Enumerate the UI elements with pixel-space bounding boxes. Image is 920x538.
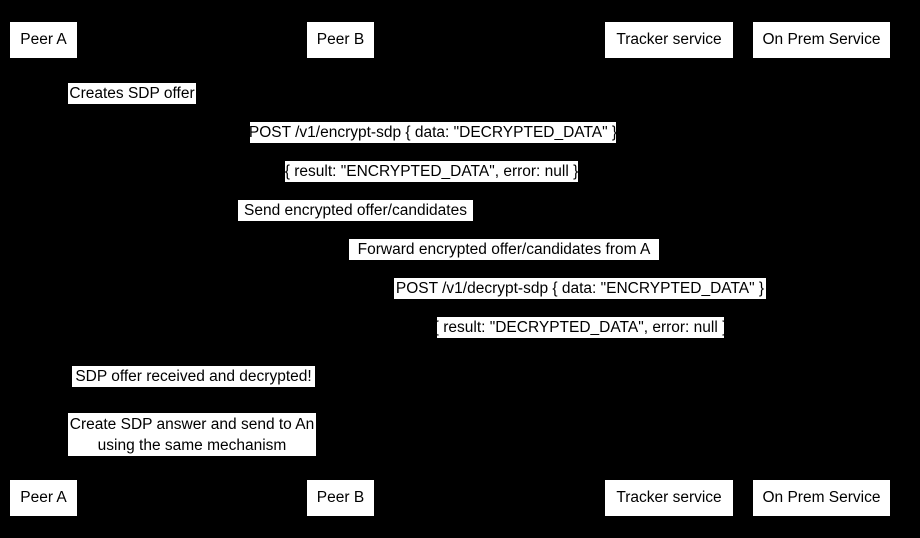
message-label-decrypt-sdp-result[interactable]: { result: "DECRYPTED_DATA", error: null … (434, 317, 727, 338)
message-label-post-decrypt-sdp[interactable]: POST /v1/decrypt-sdp { data: "ENCRYPTED_… (394, 278, 766, 299)
message-text: Forward encrypted offer/candidates from … (357, 241, 651, 258)
participant-header-peer-b-label: Peer B (316, 31, 365, 49)
participant-footer-peer-b-label: Peer B (316, 489, 365, 507)
participant-header-peer-b[interactable]: Peer B (307, 22, 374, 58)
lifeline-on-prem-service (821, 58, 822, 480)
participant-header-tracker-service[interactable]: Tracker service (605, 22, 733, 58)
note-create-sdp-answer[interactable]: Create SDP answer and send to An using t… (68, 413, 316, 456)
note-line-1: Create SDP answer and send to An (69, 415, 315, 433)
message-label-forward-encrypted-offer[interactable]: Forward encrypted offer/candidates from … (349, 239, 659, 260)
participant-header-on-prem-service[interactable]: On Prem Service (753, 22, 890, 58)
participant-header-peer-a[interactable]: Peer A (10, 22, 77, 58)
note-line-2: using the same mechanism (97, 436, 287, 454)
message-label-sdp-offer-received[interactable]: SDP offer received and decrypted! (72, 366, 315, 387)
message-label-send-encrypted-offer[interactable]: Send encrypted offer/candidates (238, 200, 473, 221)
message-text: { result: "ENCRYPTED_DATA", error: null … (284, 163, 579, 180)
message-text: SDP offer received and decrypted! (75, 368, 312, 385)
message-label-encrypt-sdp-result[interactable]: { result: "ENCRYPTED_DATA", error: null … (285, 161, 578, 182)
message-text: Creates SDP offer (69, 85, 195, 102)
message-label-post-encrypt-sdp[interactable]: POST /v1/encrypt-sdp { data: "DECRYPTED_… (248, 122, 618, 143)
participant-footer-on-prem-service[interactable]: On Prem Service (753, 480, 890, 516)
participant-header-peer-a-label: Peer A (20, 31, 67, 49)
participant-footer-tracker-service-label: Tracker service (616, 489, 722, 507)
participant-footer-peer-a[interactable]: Peer A (10, 480, 77, 516)
participant-footer-peer-a-label: Peer A (20, 489, 67, 507)
message-label-creates-sdp-offer[interactable]: Creates SDP offer (68, 83, 196, 104)
message-text: { result: "DECRYPTED_DATA", error: null … (433, 319, 728, 336)
participant-footer-on-prem-service-label: On Prem Service (762, 489, 881, 507)
message-text: Send encrypted offer/candidates (244, 202, 467, 219)
participant-header-on-prem-service-label: On Prem Service (762, 31, 881, 49)
participant-header-tracker-service-label: Tracker service (616, 31, 722, 49)
participant-footer-tracker-service[interactable]: Tracker service (605, 480, 733, 516)
lifeline-tracker-service (669, 58, 670, 480)
message-text: POST /v1/decrypt-sdp { data: "ENCRYPTED_… (395, 280, 765, 297)
message-text: POST /v1/encrypt-sdp { data: "DECRYPTED_… (248, 124, 618, 141)
lifeline-peer-b (340, 58, 341, 480)
participant-footer-peer-b[interactable]: Peer B (307, 480, 374, 516)
lifeline-peer-a (43, 58, 44, 480)
